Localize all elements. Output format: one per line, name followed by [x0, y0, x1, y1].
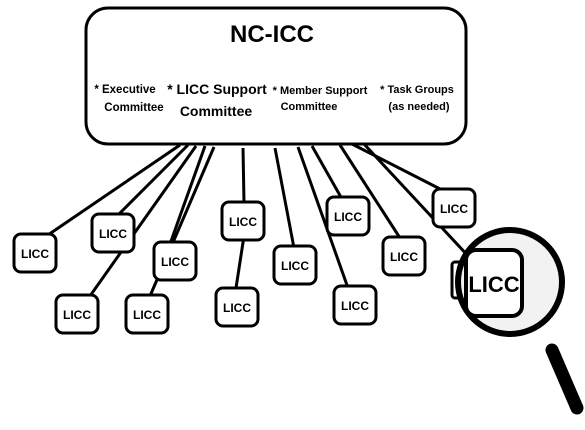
- connector-line: [362, 142, 472, 260]
- connector-line: [88, 145, 198, 297]
- svg-text:LICC: LICC: [440, 202, 468, 216]
- licc-node: LICC: [152, 240, 198, 282]
- executive-committee-line2: Committee: [104, 102, 163, 114]
- nc-icc-title: NC-ICC: [230, 21, 314, 48]
- task-groups-line1: * Task Groups: [380, 84, 454, 96]
- licc-support-committee-line2: Committee: [180, 103, 253, 119]
- licc-node: LICC: [124, 293, 170, 335]
- magnifier-handle: [545, 343, 584, 415]
- licc-node: LICC: [332, 284, 378, 326]
- connector-line: [338, 144, 402, 239]
- member-support-committee-line1: * Member Support: [273, 85, 368, 97]
- task-groups-line2: (as needed): [388, 101, 449, 113]
- magnified-licc-node: [464, 248, 524, 318]
- svg-text:LICC: LICC: [63, 308, 91, 322]
- licc-node: LICC: [12, 232, 58, 274]
- nc-icc-box: [84, 6, 468, 146]
- licc-node: LICC: [90, 212, 136, 254]
- licc-node: LICC: [214, 286, 260, 328]
- licc-node: LICC: [325, 195, 371, 237]
- svg-text:LICC: LICC: [390, 250, 418, 264]
- connector-lines: [44, 142, 472, 297]
- licc-node: LICC: [431, 187, 477, 229]
- svg-text:LICC: LICC: [281, 259, 309, 273]
- magnified-licc-label: LICC: [468, 272, 519, 297]
- executive-committee-line1: * Executive: [94, 84, 155, 96]
- licc-support-committee-line1: * LICC Support: [167, 81, 267, 97]
- connector-line: [310, 145, 344, 200]
- licc-node: LICC: [272, 244, 318, 286]
- connector-line: [296, 146, 350, 289]
- connector-line: [44, 143, 181, 239]
- licc-node: LICC: [54, 293, 100, 335]
- licc-node: LICC: [220, 200, 266, 242]
- svg-text:LICC: LICC: [133, 308, 161, 322]
- svg-text:LICC: LICC: [334, 210, 362, 224]
- connector-line: [351, 142, 447, 194]
- connector-line: [234, 235, 246, 289]
- connector-line: [241, 147, 246, 204]
- licc-node: LICC: [381, 235, 427, 277]
- member-support-committee-line2: Committee: [281, 101, 338, 113]
- svg-text:LICC: LICC: [341, 299, 369, 313]
- magnifying-glass-icon: LICC: [450, 227, 584, 415]
- svg-text:LICC: LICC: [229, 215, 257, 229]
- connector-line: [273, 147, 296, 249]
- svg-text:LICC: LICC: [223, 301, 251, 315]
- svg-text:LICC: LICC: [21, 247, 49, 261]
- connector-line: [116, 143, 190, 217]
- svg-text:LICC: LICC: [99, 227, 127, 241]
- svg-text:LICC: LICC: [161, 255, 189, 269]
- connector-line: [168, 145, 207, 245]
